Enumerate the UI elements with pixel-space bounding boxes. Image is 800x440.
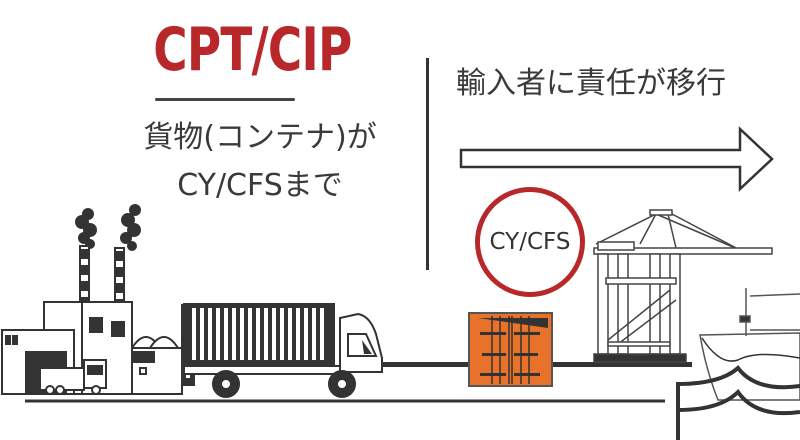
cy-cfs-badge: CY/CFS (475, 187, 585, 297)
title-underline (155, 98, 295, 101)
left-line-2: CY/CFSまで (177, 168, 343, 203)
left-description: 貨物(コンテナ)が CY/CFSまで (90, 114, 430, 210)
waves-icon (676, 337, 800, 440)
ship-icon (699, 288, 800, 401)
smoke-icon (75, 204, 141, 251)
truck-icon (183, 303, 383, 398)
road-segment (380, 362, 470, 367)
vertical-divider (426, 58, 429, 270)
responsibility-caption: 輸入者に責任が移行 (456, 66, 726, 101)
page-title: CPT/CIP (153, 15, 352, 85)
left-line-1: 貨物(コンテナ)が (143, 120, 377, 155)
cy-cfs-label: CY/CFS (489, 229, 571, 255)
arrow-right-icon (459, 126, 774, 192)
factory-icon (1, 204, 195, 395)
crane-icon (593, 209, 773, 363)
quay-segment (552, 362, 692, 367)
container-icon (468, 312, 553, 387)
